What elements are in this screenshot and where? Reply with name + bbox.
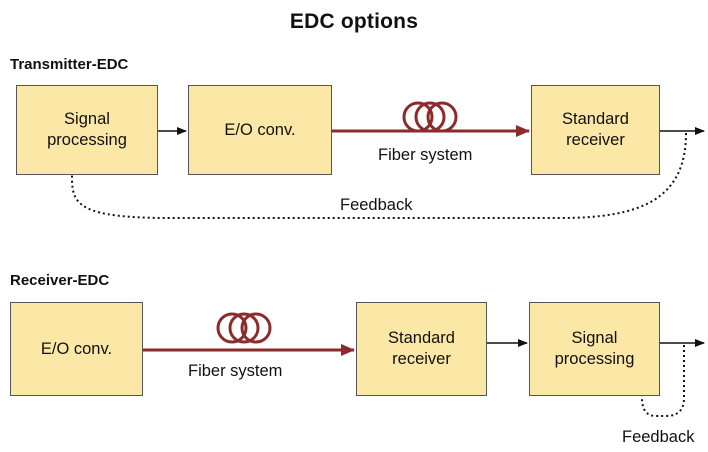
rx-standard-receiver-box: Standard receiver	[356, 302, 487, 396]
diagram-title: EDC options	[289, 10, 419, 33]
rx-eo-conv-label: E/O conv.	[40, 339, 113, 358]
tx-eo-conv-label: E/O conv.	[224, 120, 296, 139]
rx-fiber-coil-icon	[216, 312, 272, 344]
rx-signal-processing-box: Signal processing	[529, 302, 660, 396]
tx-standard-receiver-line2: receiver	[566, 131, 625, 149]
tx-signal-processing-box: Signal processing	[16, 85, 158, 175]
rx-standard-receiver-line1: Standard	[388, 329, 455, 347]
tx-eo-conv-box: E/O conv.	[188, 85, 332, 175]
tx-standard-receiver-box: Standard receiver	[531, 85, 660, 175]
tx-signal-processing-line1: Signal	[64, 110, 110, 128]
rx-signal-processing-line1: Signal	[571, 329, 618, 347]
tx-fiber-coil-icon	[402, 101, 458, 133]
rx-eo-conv-box: E/O conv.	[10, 302, 143, 396]
transmitter-heading: Transmitter-EDC	[10, 56, 129, 73]
rx-standard-receiver-line2: receiver	[392, 350, 451, 368]
tx-signal-processing-line2: processing	[47, 131, 127, 149]
tx-fiber-label: Fiber system	[378, 146, 473, 164]
tx-feedback-label: Feedback	[340, 196, 413, 214]
tx-standard-receiver-line1: Standard	[562, 110, 629, 128]
rx-fiber-label: Fiber system	[188, 362, 283, 380]
rx-feedback-path	[641, 345, 685, 417]
tx-feedback-path	[71, 132, 687, 219]
receiver-heading: Receiver-EDC	[10, 272, 110, 289]
rx-feedback-label: Feedback	[622, 428, 695, 446]
rx-signal-processing-line2: processing	[554, 350, 635, 368]
